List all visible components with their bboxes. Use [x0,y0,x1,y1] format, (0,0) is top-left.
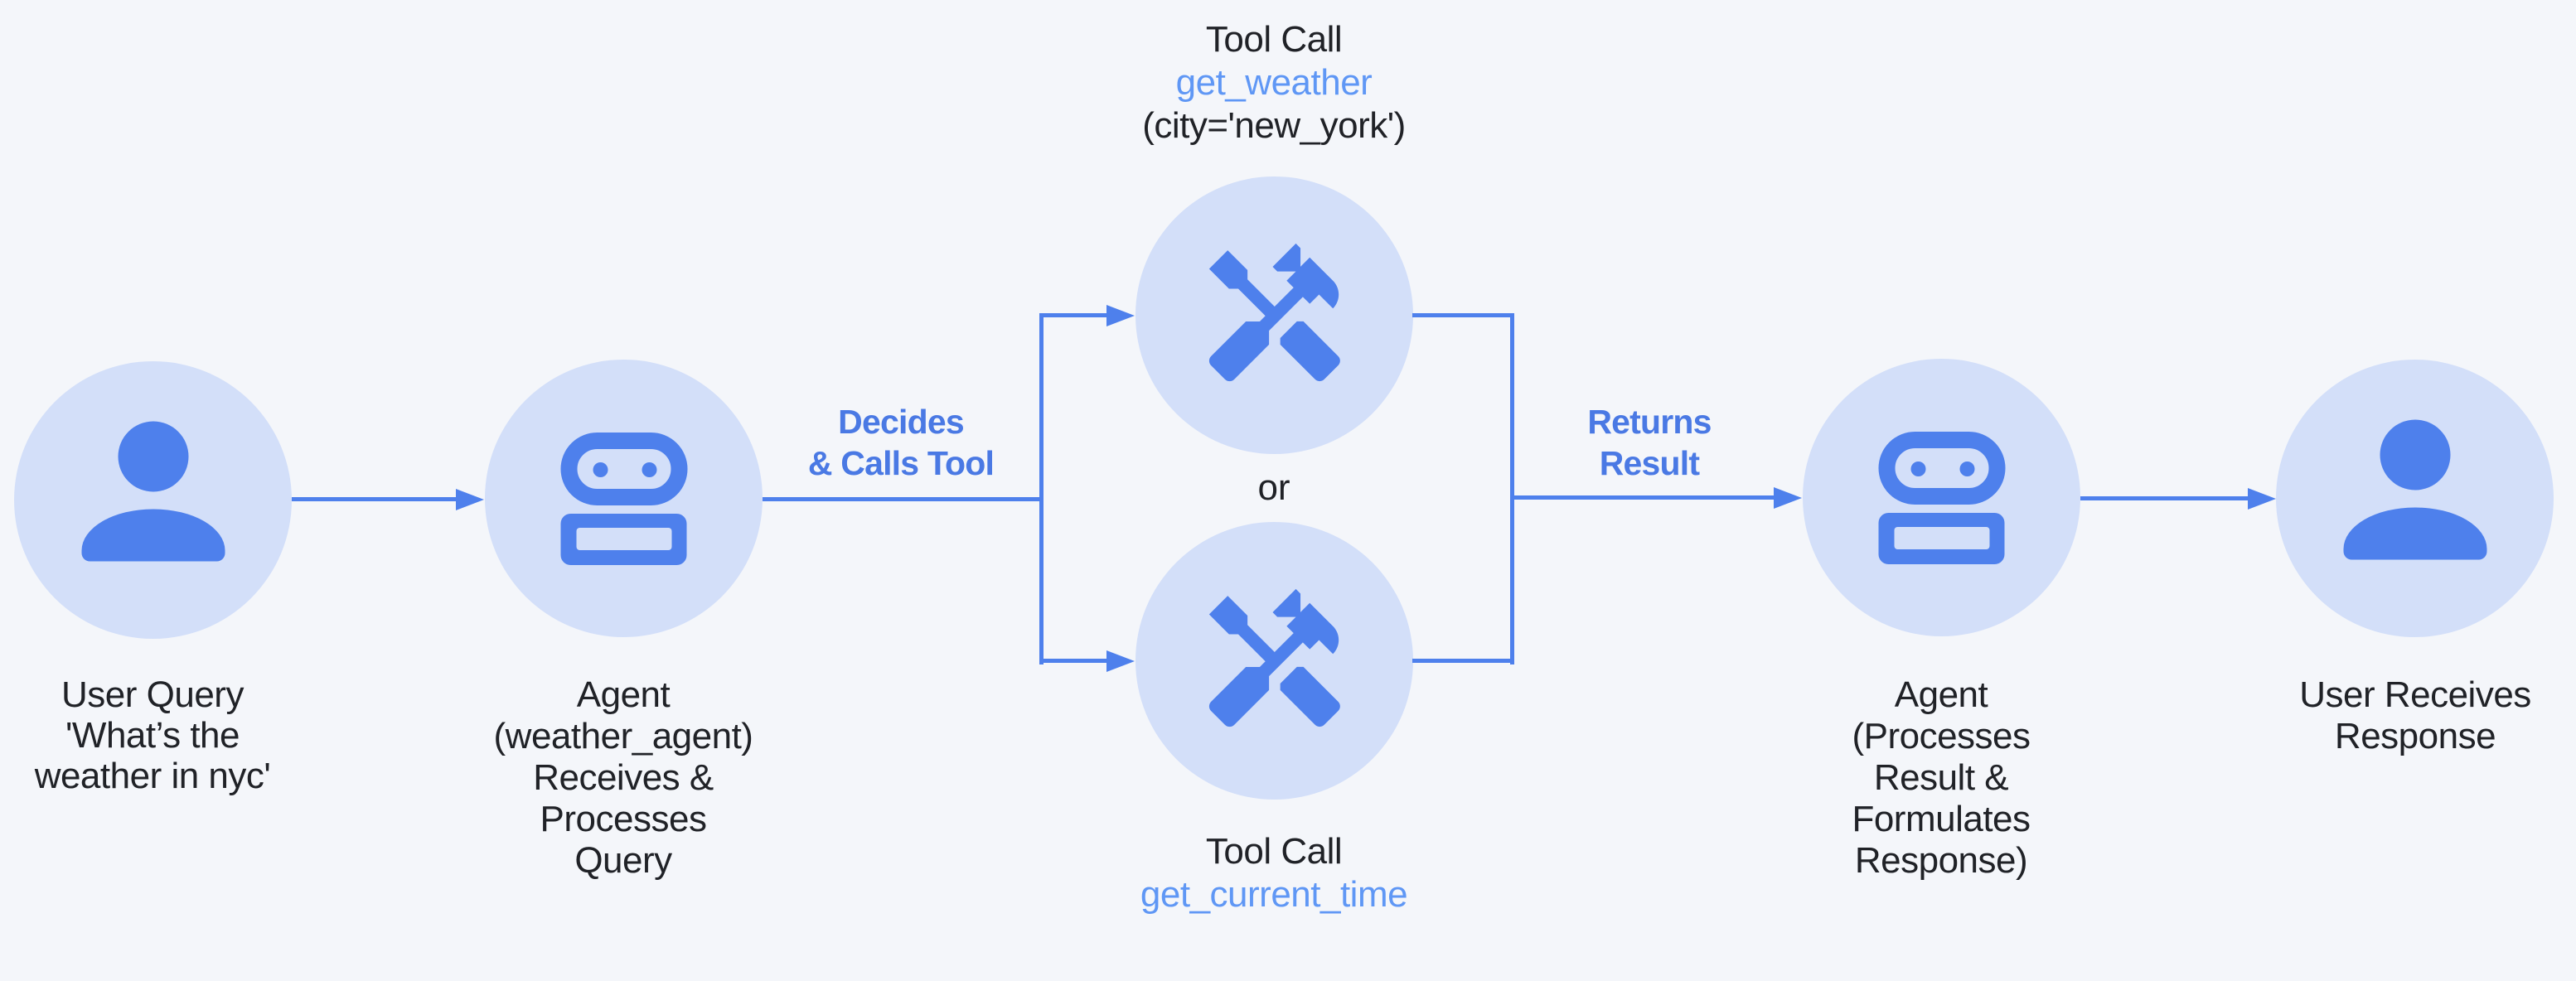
user-response-label: User Receives Response [2208,674,2576,757]
robot-eye-icon [642,462,656,477]
robot-body-shape [1878,512,2004,564]
line-split-vertical [1039,313,1043,664]
person-head-shape [118,421,188,491]
tool-call-args: (city='new_york') [1142,105,1406,146]
tool-get-weather-node [1135,176,1413,454]
robot-slot-shape [1894,526,1989,549]
arrowhead-icon [1106,305,1135,326]
user-query-label: User Query 'What’s the weather in nyc' [0,674,360,796]
edge-label-line: Result [1599,444,1700,482]
robot-slot-shape [576,527,671,550]
node-label-line: User Query [61,674,244,715]
arrow-agent-to-user [2080,496,2248,500]
node-label-line: (weather_agent) [493,716,753,756]
arrowhead-icon [1106,650,1135,672]
robot-eye-icon [593,462,608,477]
returns-result-label: Returns Result [1484,401,1815,484]
arrowhead-icon [456,489,484,510]
node-label-line: Processes [540,799,707,839]
node-label-line: Agent [576,674,671,715]
node-label-line: Receives & [533,757,714,798]
node-label-line: 'What’s the [65,715,240,756]
tool-function-name: get_current_time [1140,874,1408,915]
user-query-node [14,361,292,639]
robot-icon [560,432,687,565]
tool-call-get-current-time-label: Tool Call get_current_time [984,830,1564,916]
tool-call-get-weather-label: Tool Call get_weather (city='new_york') [984,18,1564,147]
tool-get-current-time-node [1135,522,1413,800]
tool-call-title: Tool Call [1205,19,1343,60]
edge-label-line: Returns [1587,403,1712,441]
handyman-tools-icon [1208,588,1340,727]
robot-head-shape [1878,431,2005,505]
person-head-shape [2380,419,2450,490]
arrow-user-to-agent [292,497,456,501]
arrow-split-to-tool-time [1041,659,1106,663]
tool-function-name: get_weather [1175,62,1373,103]
tool-call-title: Tool Call [1205,831,1343,872]
robot-eye-icon [1910,461,1925,476]
or-label: or [1257,467,1290,508]
person-icon [81,421,225,561]
node-label-line: weather in nyc' [34,756,271,796]
arrow-merge-to-agent [1512,495,1774,500]
node-label-line: Response) [1854,840,2028,881]
user-response-node [2276,360,2554,637]
robot-body-shape [560,513,686,565]
node-label-line: (Processes [1852,716,2031,756]
line-agent-to-split [763,497,1043,501]
node-label-line: User Receives [2299,674,2531,715]
robot-head-shape [560,432,687,505]
node-label-line: Query [574,840,672,881]
node-label-line: Response [2334,716,2496,756]
agent-responds-node [1803,359,2080,636]
handyman-tools-icon [1208,243,1340,381]
robot-icon [1878,431,2005,564]
agent-responds-label: Agent (Processes Result & Formulates Res… [1734,674,2148,882]
arrowhead-icon [1774,487,1802,509]
agent-receives-node [485,360,763,637]
agent-receives-label: Agent (weather_agent) Receives & Process… [416,674,830,882]
arrowhead-icon [2248,488,2276,510]
decides-calls-tool-label: Decides & Calls Tool [735,401,1067,484]
line-tool-time-to-merge [1412,659,1513,663]
arrow-split-to-tool-weather [1041,313,1106,317]
person-shoulders-shape [2343,507,2486,559]
line-tool-weather-to-merge [1412,313,1513,317]
line-merge-vertical [1510,313,1514,664]
person-shoulders-shape [81,509,225,561]
edge-label-line: & Calls Tool [807,444,995,482]
person-icon [2343,419,2486,559]
node-label-line: Formulates [1852,799,2031,839]
node-label-line: Result & [1873,757,2009,798]
node-label-line: Agent [1894,674,1988,715]
edge-label-line: Decides [838,403,964,441]
robot-eye-icon [1959,461,1974,476]
